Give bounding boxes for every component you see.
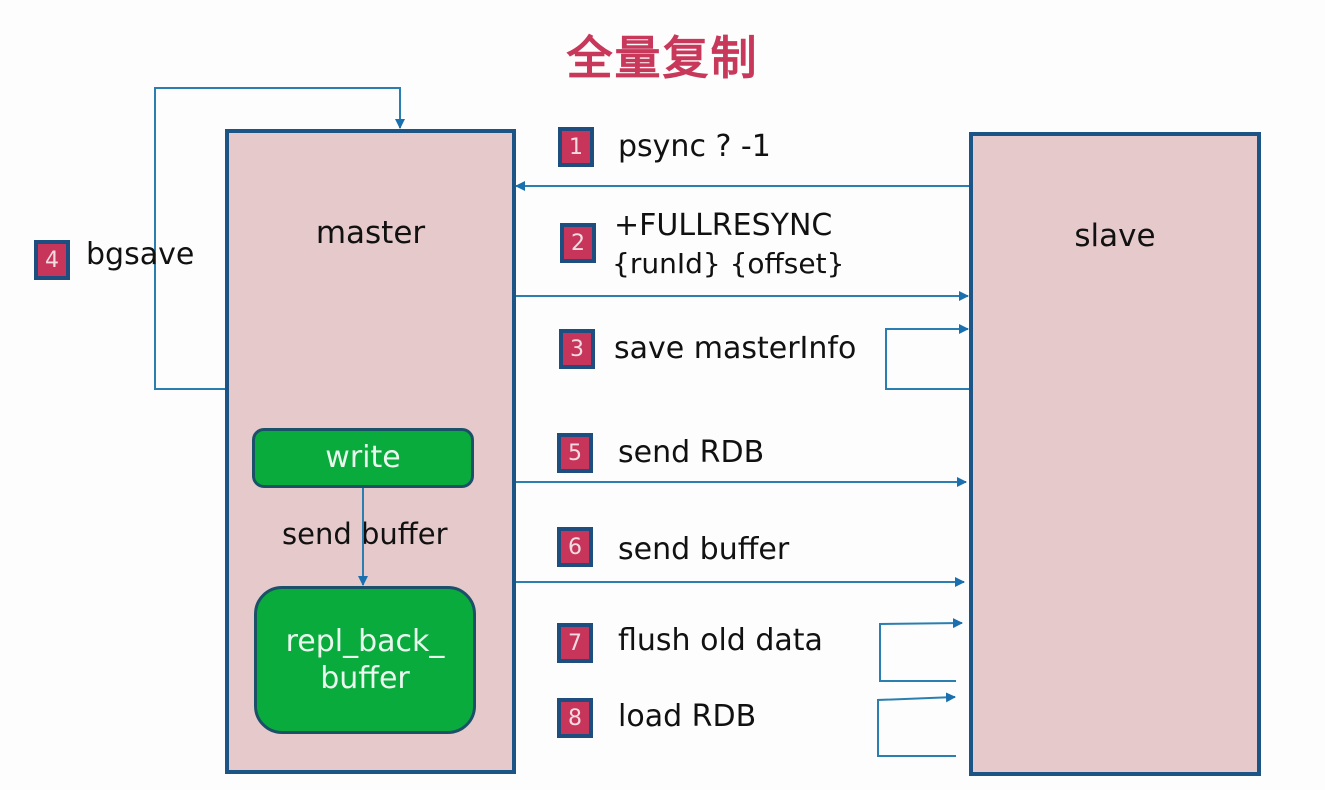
write-label: write bbox=[325, 440, 401, 476]
step-badge-8: 8 bbox=[557, 698, 593, 738]
step-badge-2: 2 bbox=[560, 223, 596, 263]
step-label-2: +FULLRESYNC bbox=[614, 208, 833, 243]
master-label: master bbox=[315, 215, 426, 251]
step-label-7: flush old data bbox=[618, 623, 823, 658]
step-badge-3: 3 bbox=[559, 329, 595, 369]
slave-node: slave bbox=[969, 132, 1261, 776]
step-badge-4: 4 bbox=[34, 240, 70, 280]
step-label-8: load RDB bbox=[618, 699, 757, 734]
slave-label: slave bbox=[1074, 218, 1156, 254]
step-label-5: send RDB bbox=[618, 435, 765, 470]
step-badge-7: 7 bbox=[557, 623, 593, 663]
write-node: write bbox=[252, 428, 474, 488]
repl-buffer-label-line1: repl_back_ bbox=[285, 623, 445, 659]
repl-buffer-label-line2: buffer bbox=[320, 661, 410, 696]
step-badge-1: 1 bbox=[558, 127, 594, 167]
arrow-step-8-load bbox=[877, 692, 956, 757]
step-label-3: save masterInfo bbox=[614, 331, 857, 366]
arrow-step-7-flush bbox=[879, 618, 963, 682]
step-label-6: send buffer bbox=[618, 532, 790, 567]
internal-edge-label: send buffer bbox=[282, 517, 448, 551]
step-badge-6: 6 bbox=[557, 527, 593, 567]
step-label-4: bgsave bbox=[86, 237, 195, 272]
repl-back-buffer-node: repl_back_ buffer bbox=[254, 586, 476, 734]
arrow-step-4-bgsave bbox=[154, 87, 405, 390]
step-label-2-line2: {runId} {offset} bbox=[612, 247, 845, 280]
diagram-title: 全量复制 bbox=[566, 31, 759, 85]
step-badge-5: 5 bbox=[557, 433, 593, 473]
step-label-1: psync ? -1 bbox=[618, 129, 771, 164]
arrow-step-3-save-masterinfo bbox=[885, 324, 969, 390]
